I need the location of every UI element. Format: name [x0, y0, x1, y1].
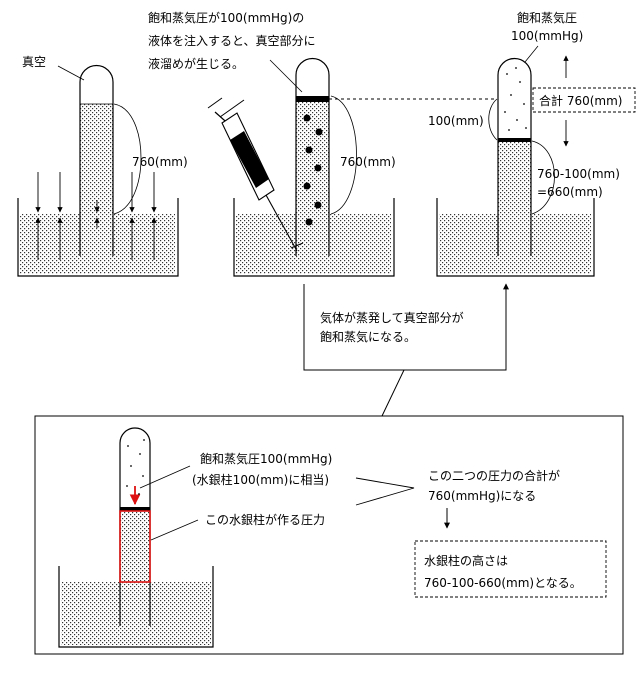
- label-sat-line-2: 100(mmHg): [511, 29, 583, 43]
- liquid-layer-2: [296, 96, 329, 102]
- result-line-2: 760-100-660(mm)となる。: [424, 576, 582, 590]
- dish-outline-3: [436, 198, 595, 277]
- tube-3: [497, 57, 532, 256]
- evap-line-1: 気体が蒸発して真空部分が: [320, 310, 464, 325]
- mercury-column-1: [80, 104, 113, 256]
- process-arrow: 気体が蒸発して真空部分が 飽和蒸気になる。: [303, 283, 509, 417]
- dish-outline-2: [233, 198, 395, 277]
- sum-line-1: この二つの圧力の合計が: [428, 468, 560, 483]
- dish-outline-4: [58, 566, 214, 648]
- syringe: [207, 97, 304, 252]
- p-line-2: (水銀柱100(mm)に相当): [192, 472, 329, 487]
- sum-line-2: 760(mmHg)になる: [428, 489, 536, 503]
- evap-line-2: 飽和蒸気になる。: [320, 329, 416, 344]
- mercury-column-3: [498, 141, 531, 256]
- note-line-3: 液溜めが生じる。: [148, 56, 244, 71]
- merge-bracket: [355, 477, 415, 506]
- tube-4: [119, 427, 151, 626]
- note-line-2: 液体を注入すると、真空部分に: [148, 33, 316, 48]
- label-total: 合計 760(mm): [539, 93, 622, 108]
- label-height-760-a: 760(mm): [132, 155, 188, 169]
- label-vacuum: 真空: [22, 55, 46, 69]
- pressure-arrows: [35, 172, 157, 260]
- panel-injection: 飽和蒸気圧が100(mmHg)の 液体を注入すると、真空部分に 液溜めが生じる。: [148, 10, 396, 277]
- dish-outline-1: [17, 198, 179, 277]
- liquid-layer-4: [120, 507, 150, 511]
- detail-panel: 飽和蒸気圧100(mmHg) (水銀柱100(mm)に相当) この水銀柱が作る圧…: [34, 415, 624, 655]
- label-height-760-b: 760(mm): [340, 155, 396, 169]
- result-box: [414, 540, 607, 598]
- rising-drops: [303, 114, 323, 226]
- label-h100: 100(mm): [428, 114, 484, 128]
- result-line-1: 水銀柱の高さは: [424, 553, 508, 568]
- panel-vapor: 飽和蒸気圧 100(mmHg) 100(mm) 合計 760(mm) 760-1…: [428, 10, 636, 277]
- mercury-column-4: [120, 511, 150, 626]
- note-line-1: 飽和蒸気圧が100(mmHg)の: [148, 10, 304, 25]
- callout-line: [381, 369, 405, 417]
- mercury-column-2: [296, 96, 329, 256]
- label-h660-line-2: =660(mm): [537, 185, 603, 199]
- tube-2: [295, 57, 330, 256]
- total-box: [532, 87, 636, 113]
- p-line-1: 飽和蒸気圧100(mmHg): [200, 451, 332, 466]
- label-h660-line-1: 760-100(mm): [537, 167, 620, 181]
- panel-vacuum: 真空 760(mm): [17, 55, 188, 277]
- detail-frame: [34, 415, 624, 655]
- column-highlight: [119, 510, 151, 583]
- label-sat-line-1: 飽和蒸気圧: [517, 10, 577, 25]
- vapor-dots-4: [126, 439, 145, 495]
- liquid-layer-3: [498, 138, 531, 142]
- label-column-pressure: この水銀柱が作る圧力: [205, 512, 325, 527]
- vapor-dots-3: [504, 67, 527, 131]
